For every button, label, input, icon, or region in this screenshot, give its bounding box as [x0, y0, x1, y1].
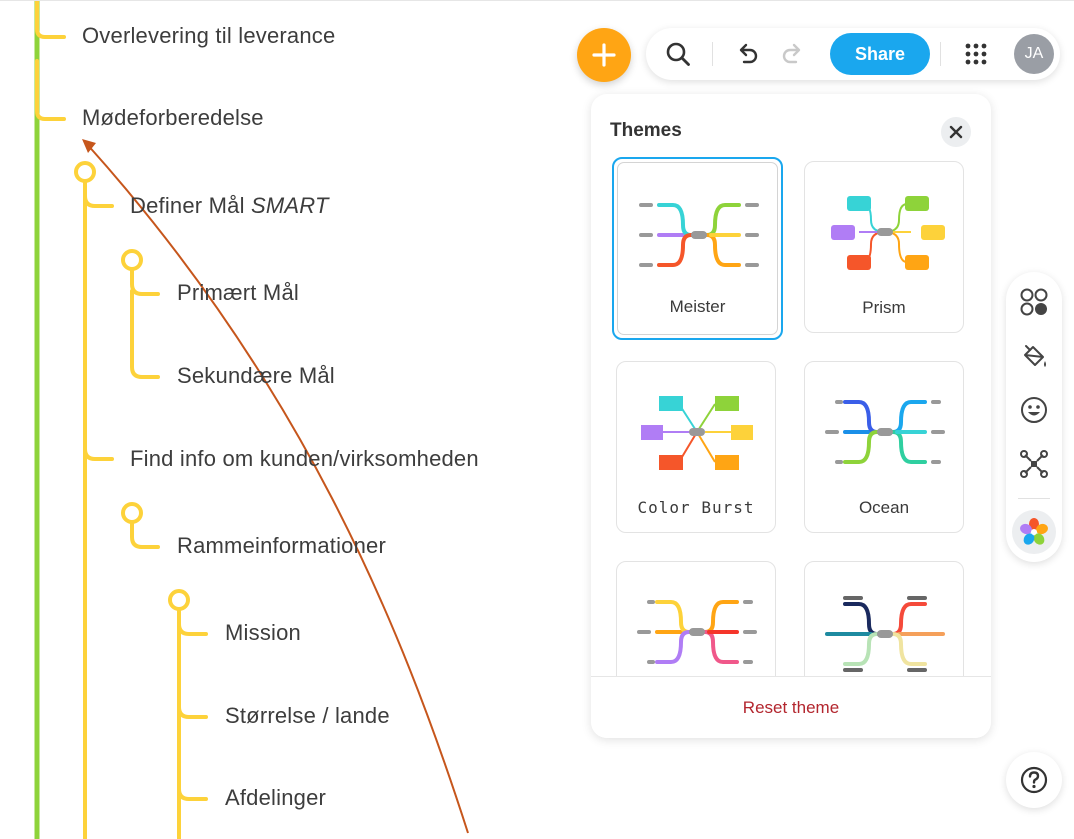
close-icon — [949, 125, 963, 139]
collapse-toggle[interactable] — [168, 589, 190, 611]
apps-button[interactable] — [960, 38, 992, 70]
user-avatar[interactable]: JA — [1014, 34, 1054, 74]
theme-name: Meister — [669, 297, 726, 316]
collapse-toggle[interactable] — [74, 161, 96, 183]
node-definer-mal[interactable]: Definer Mål SMART — [130, 193, 329, 218]
map-structure-icon — [1020, 450, 1048, 478]
share-button[interactable]: Share — [830, 33, 930, 75]
theme-preview-ocean — [825, 400, 945, 464]
branch-connector — [177, 787, 208, 801]
emoji-button[interactable] — [1018, 394, 1050, 426]
theme-preview-color-burst — [641, 396, 753, 470]
node-primaert-mal[interactable]: Primært Mål — [177, 280, 299, 305]
redo-icon — [782, 43, 801, 64]
arrow-head — [82, 139, 96, 153]
themes-button[interactable] — [1012, 510, 1056, 554]
collapse-toggle[interactable] — [121, 502, 143, 524]
theme-preview-6 — [825, 596, 945, 672]
search-button[interactable] — [662, 38, 694, 70]
map-structure-button[interactable] — [1018, 448, 1050, 480]
panel-title: Themes — [610, 120, 682, 141]
node-modeforberedelse[interactable]: Mødeforberedelse — [82, 105, 264, 130]
layout-button[interactable] — [1018, 286, 1050, 318]
emoji-icon — [1021, 397, 1047, 423]
reset-theme-button[interactable]: Reset theme — [742, 698, 840, 717]
add-button[interactable] — [577, 28, 631, 82]
themes-panel: Themes Meister — [591, 94, 991, 738]
node-storrelse[interactable]: Størrelse / lande — [225, 703, 390, 728]
plus-icon — [592, 43, 616, 67]
theme-card-meister[interactable]: Meister — [612, 157, 783, 340]
theme-card-ocean[interactable]: Ocean — [804, 361, 964, 533]
panel-footer: Reset theme — [591, 676, 991, 738]
undo-icon — [739, 43, 758, 64]
theme-preview-5 — [637, 600, 757, 664]
top-toolbar: Share JA — [646, 28, 1060, 80]
branch-connector — [130, 520, 160, 549]
branch-connector — [130, 289, 160, 379]
help-icon — [1020, 766, 1048, 794]
theme-flower-icon — [1020, 518, 1048, 545]
help-button[interactable] — [1006, 752, 1062, 808]
branch-connector — [35, 59, 66, 121]
branch-connector — [83, 447, 114, 461]
close-button[interactable] — [941, 117, 971, 147]
theme-preview-meister — [639, 203, 759, 267]
theme-card-prism[interactable]: Prism — [804, 161, 964, 333]
node-afdelinger[interactable]: Afdelinger — [225, 785, 327, 810]
theme-name: Prism — [862, 298, 906, 317]
theme-preview-prism — [831, 196, 945, 270]
node-mission[interactable]: Mission — [225, 620, 301, 645]
toolbar-divider — [712, 42, 713, 66]
branch-connector — [177, 622, 208, 636]
redo-button[interactable] — [776, 38, 808, 70]
search-icon — [666, 42, 690, 66]
side-rail — [1006, 272, 1062, 562]
branch-connector — [130, 267, 160, 296]
share-label: Share — [854, 43, 906, 64]
layout-icon — [1020, 288, 1048, 316]
grid-icon — [965, 43, 987, 65]
node-sekundaere-mal[interactable]: Sekundære Mål — [177, 363, 335, 388]
branch-connector — [177, 705, 208, 719]
avatar-initials: JA — [1024, 45, 1044, 62]
collapse-toggle[interactable] — [121, 249, 143, 271]
theme-card-color-burst[interactable]: Color Burst — [616, 361, 776, 533]
paint-button[interactable] — [1018, 340, 1050, 372]
branch-connector — [35, 1, 66, 39]
node-find-info[interactable]: Find info om kunden/virksomheden — [130, 446, 479, 471]
theme-name: Ocean — [858, 498, 910, 517]
toolbar-divider — [940, 42, 941, 66]
node-overlevering[interactable]: Overlevering til leverance — [82, 23, 336, 48]
branch-connector — [83, 194, 114, 208]
node-rammeinformationer[interactable]: Rammeinformationer — [177, 533, 387, 558]
rail-divider — [1018, 498, 1050, 499]
theme-name: Color Burst — [637, 498, 755, 517]
paint-bucket-icon — [1024, 345, 1046, 367]
undo-button[interactable] — [732, 38, 764, 70]
relation-arrow[interactable] — [85, 142, 469, 834]
